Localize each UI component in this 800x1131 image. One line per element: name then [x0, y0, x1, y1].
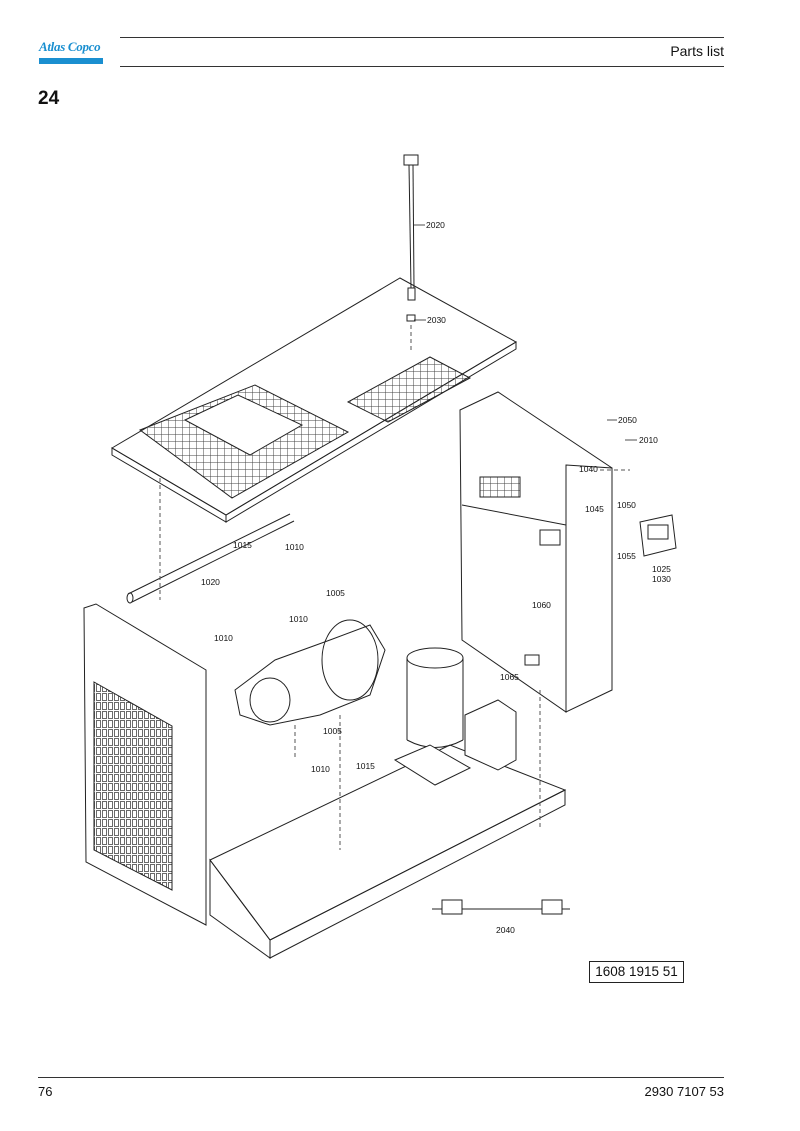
atlas-copco-logo: Atlas Copco — [39, 36, 103, 68]
callout: 1065 — [500, 672, 519, 682]
logo-wordmark: Atlas Copco — [39, 39, 101, 54]
side-panel-right — [459, 391, 613, 713]
controller-1025 — [639, 514, 677, 557]
callout: 1060 — [532, 600, 551, 610]
callout: 1015 — [233, 540, 252, 550]
pipe-2020 — [403, 154, 419, 322]
header-bottom-rule — [120, 66, 724, 67]
page-number: 76 — [38, 1084, 53, 1099]
roof-panel — [111, 277, 518, 523]
callout: 1010 — [311, 764, 330, 774]
air-receiver — [393, 647, 472, 786]
callout: 1015 — [356, 761, 375, 771]
footer-rule — [38, 1077, 724, 1078]
callout: 1040 — [579, 464, 598, 474]
cooler-box — [464, 699, 517, 771]
callout: 2030 — [427, 315, 446, 325]
callout: 2010 — [639, 435, 658, 445]
page-title: Parts list — [670, 43, 724, 59]
callout: 1020 — [201, 577, 220, 587]
callout: 1025 — [652, 564, 671, 574]
callout: 2020 — [426, 220, 445, 230]
callout: 1005 — [323, 726, 342, 736]
callout: 2040 — [496, 925, 515, 935]
callout: 2050 — [618, 415, 637, 425]
document-number: 2930 7107 53 — [644, 1084, 724, 1099]
callout: 1030 — [652, 574, 671, 584]
callout: 1010 — [289, 614, 308, 624]
drawing-reference-number: 1608 1915 51 — [589, 961, 684, 983]
base-frame — [209, 744, 567, 959]
section-number: 24 — [38, 88, 60, 109]
callout: 1050 — [617, 500, 636, 510]
logo-bar — [39, 58, 103, 64]
callout: 1005 — [326, 588, 345, 598]
callouts: 2020 2030 2050 2010 1040 1045 1050 1055 … — [201, 220, 671, 935]
callout: 1010 — [285, 542, 304, 552]
tube — [126, 513, 295, 604]
callout: 1010 — [214, 633, 233, 643]
compressor-element — [234, 619, 386, 726]
callout: 1045 — [585, 504, 604, 514]
callout: 1055 — [617, 551, 636, 561]
side-panel-left — [83, 603, 207, 926]
cable-2040 — [432, 899, 570, 915]
header-top-rule — [120, 37, 724, 38]
